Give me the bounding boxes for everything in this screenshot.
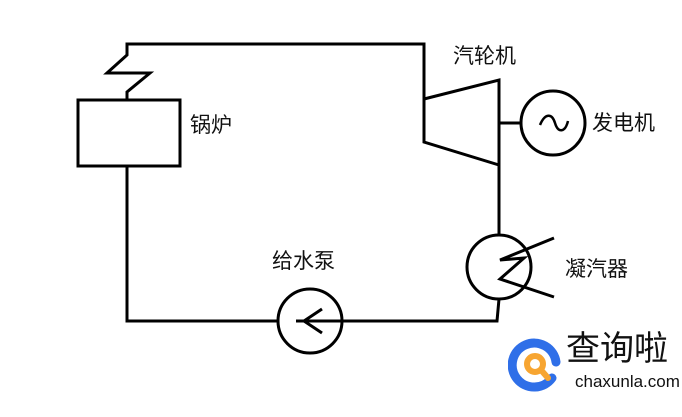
steam-pipe [103,42,426,100]
generator-label: 发电机 [592,111,655,135]
watermark-url: chaxunla.com [575,372,680,391]
ac-symbol-icon [538,114,570,132]
watermark-name: 查询啦 [566,329,668,369]
condenser [465,233,533,301]
generator [519,89,587,157]
boiler [76,98,182,168]
search-logo-icon [508,338,561,392]
turbine [422,78,501,168]
feed-pump-label: 给水泵 [272,249,335,273]
condenser-coil [497,236,555,299]
turbine-label: 汽轮机 [453,44,516,68]
watermark-logo: 查询啦 chaxunla.com [508,332,680,396]
boiler-label: 锅炉 [190,113,232,137]
condenser-label: 凝汽器 [565,257,628,281]
